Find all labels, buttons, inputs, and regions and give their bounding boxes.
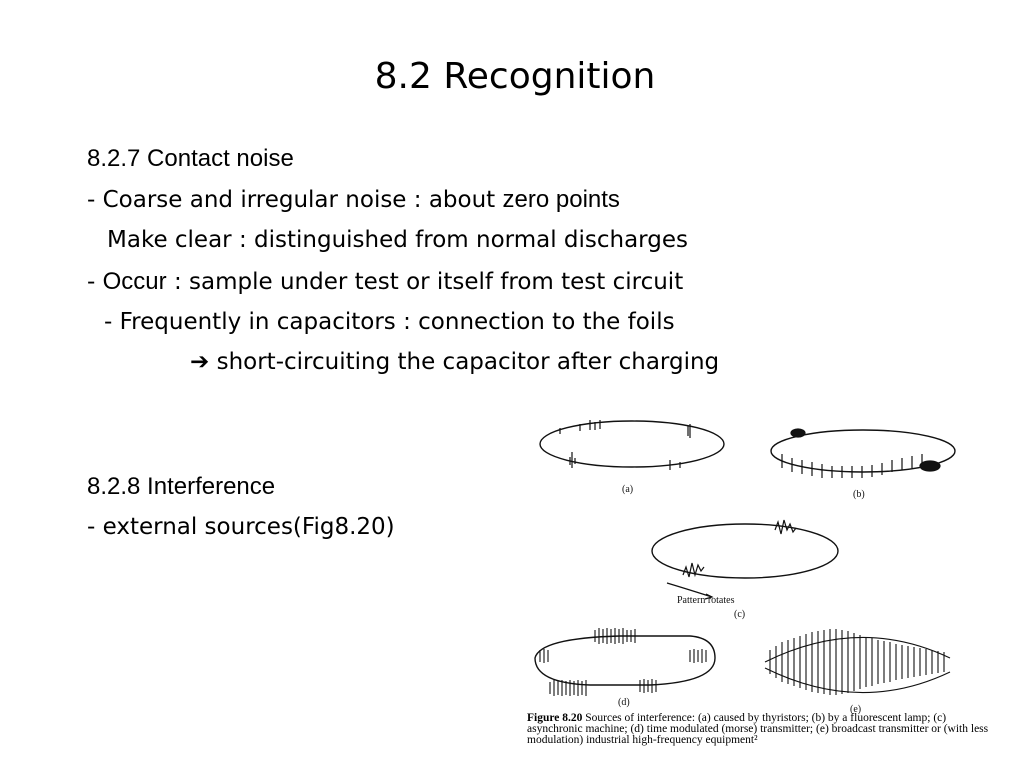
contact-noise-line-capacitors: - Frequently in capacitors : connection … [104,309,675,335]
figure-a-ellipse [539,420,725,468]
contact-noise-line-occur: - Occur : sample under test or itself fr… [87,268,683,296]
figure-b-label: (b) [853,489,865,500]
zero-points-emphasis: zero points [502,186,620,213]
figure-d-label: (d) [618,697,630,708]
figure-d-bursts [539,628,707,696]
figure-caption-label: Figure 8.20 [527,712,583,724]
occur-emphasis: Occur [102,268,167,295]
figure-caption: Figure 8.20 Sources of interference: (a)… [527,712,997,746]
contact-noise-line-coarse: - Coarse and irregular noise : about zer… [87,186,620,214]
interference-heading: 8.2.8 Interference [87,473,276,500]
figure-c-ellipse [651,523,839,579]
interference-line-external: - external sources(Fig8.20) [87,514,395,540]
interference-figure: (a) (b) Pattern rotates (c) (d) [534,420,956,715]
occur-text: : sample under test or itself from test … [166,269,684,295]
figure-d-loop [534,635,716,686]
figure-c-bursts [666,519,797,600]
figure-a-label: (a) [622,484,633,495]
contact-noise-line-short-circuit: ➔ short-circuiting the capacitor after c… [190,349,719,375]
occur-dash: - [87,269,103,295]
coarse-noise-text: - Coarse and irregular noise : about [87,187,503,213]
arrow-right-icon: ➔ [190,349,210,375]
figure-b-ticks [781,428,941,478]
figure-c-label: (c) [734,609,745,620]
pattern-rotates-label: Pattern rotates [677,595,735,606]
figure-e-label: (e) [850,704,861,715]
figure-b-ellipse [770,429,956,473]
short-circuit-text: short-circuiting the capacitor after cha… [209,349,720,375]
figure-a-pulses [559,420,691,470]
figure-e-modulation [764,629,951,695]
figure-caption-text: Sources of interference: (a) caused by t… [527,712,989,746]
slide-title: 8.2 Recognition [374,56,656,97]
contact-noise-line-make-clear: Make clear : distinguished from normal d… [107,227,688,253]
contact-noise-heading: 8.2.7 Contact noise [87,145,294,172]
